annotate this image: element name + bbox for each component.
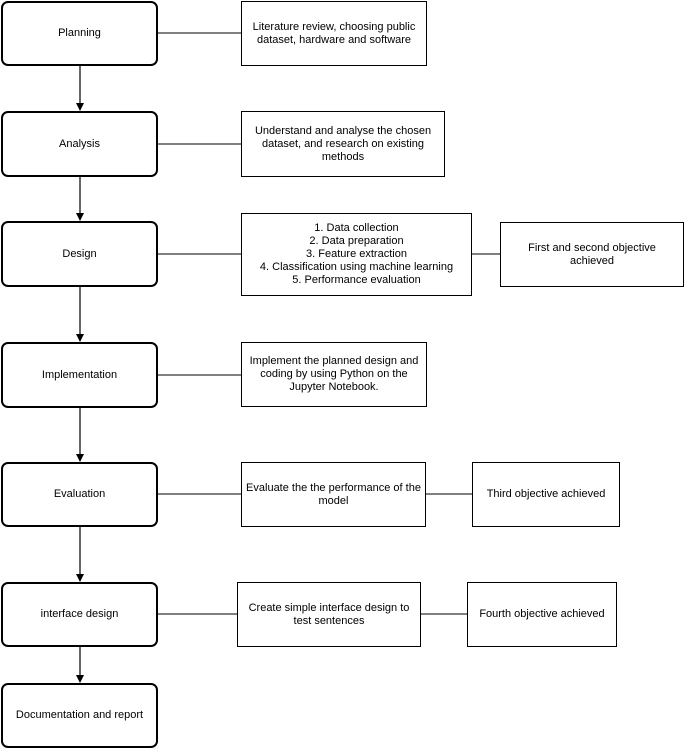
stage-planning: Planning	[1, 1, 158, 66]
detail-text: Evaluate the the performance of the mode…	[246, 481, 421, 507]
stage-design: Design	[1, 221, 158, 287]
detail-text: 1. Data collection 2. Data preparation 3…	[259, 222, 454, 286]
objective-text: First and second objective achieved	[528, 241, 656, 267]
objective-interface-design: Fourth objective achieved	[467, 582, 617, 647]
stage-label: Documentation and report	[15, 709, 144, 721]
objective-evaluation: Third objective achieved	[472, 462, 620, 527]
detail-implementation: Implement the planned design and coding …	[241, 342, 427, 407]
stage-analysis: Analysis	[1, 111, 158, 177]
stage-documentation: Documentation and report	[1, 683, 158, 748]
detail-text: Create simple interface design to test s…	[248, 601, 410, 627]
detail-text: Implement the planned design and coding …	[249, 355, 419, 393]
detail-text: Understand and analyse the chosen datase…	[254, 124, 432, 163]
stage-label: Evaluation	[53, 488, 106, 500]
stage-label: Planning	[58, 27, 101, 39]
objective-text: Third objective achieved	[486, 488, 606, 500]
stage-interface-design: interface design	[1, 582, 158, 647]
detail-planning: Literature review, choosing public datas…	[241, 1, 427, 66]
detail-design: 1. Data collection 2. Data preparation 3…	[241, 213, 472, 296]
stage-label: Design	[62, 247, 97, 260]
objective-text: Fourth objective achieved	[479, 608, 605, 620]
detail-interface-design: Create simple interface design to test s…	[237, 582, 421, 647]
stage-label: Analysis	[59, 137, 100, 150]
stage-label: interface design	[40, 608, 119, 620]
stage-label: Implementation	[41, 368, 118, 381]
stage-implementation: Implementation	[1, 342, 158, 408]
detail-analysis: Understand and analyse the chosen datase…	[241, 111, 445, 177]
detail-evaluation: Evaluate the the performance of the mode…	[241, 462, 426, 527]
objective-design: First and second objective achieved	[500, 222, 684, 287]
detail-text: Literature review, choosing public datas…	[252, 20, 416, 46]
stage-evaluation: Evaluation	[1, 462, 158, 527]
